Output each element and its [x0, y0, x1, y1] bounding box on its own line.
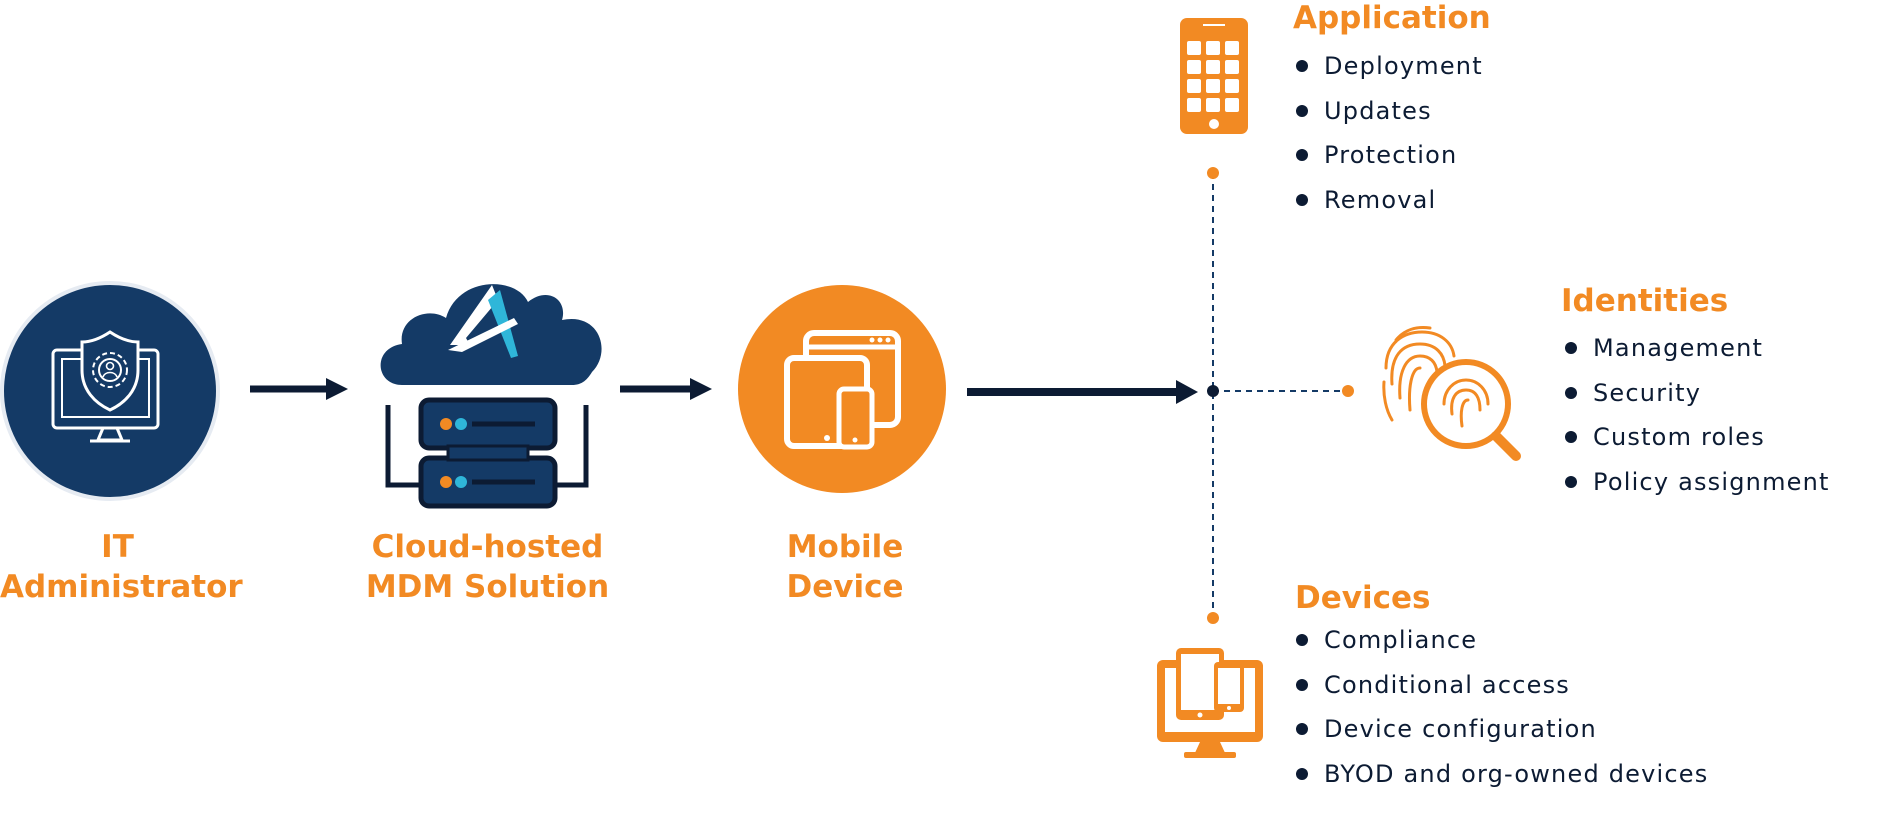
list-item: Conditional access: [1294, 663, 1708, 708]
hub-connectors: [1207, 167, 1354, 624]
list-item: Protection: [1294, 133, 1483, 178]
mdm-solution-line-1: Cloud-hosted: [371, 529, 604, 565]
cloud-server-icon: [380, 284, 602, 509]
hub-dot: [1207, 385, 1219, 397]
connector-dot-application: [1207, 167, 1219, 179]
list-item: Security: [1563, 371, 1830, 416]
category-list-devices: Compliance Conditional access Device con…: [1294, 618, 1708, 796]
list-item: Deployment: [1294, 44, 1483, 89]
node-label-it-administrator: IT Administrator: [0, 527, 243, 607]
multi-device-icon: [1157, 648, 1263, 758]
connector-dot-devices: [1207, 612, 1219, 624]
list-item: BYOD and org-owned devices: [1294, 752, 1708, 797]
tablet-phone-icon: [738, 285, 946, 493]
mdm-solution-line-2: MDM Solution: [365, 569, 610, 605]
mobile-device-line-1: Mobile: [786, 529, 904, 565]
connector-dot-identities: [1342, 385, 1354, 397]
list-item: Updates: [1294, 89, 1483, 134]
category-title-devices: Devices: [1295, 580, 1431, 616]
it-administrator-line-1: IT: [101, 529, 134, 565]
list-item: Device configuration: [1294, 707, 1708, 752]
category-title-application: Application: [1293, 0, 1491, 36]
monitor-shield-gear-icon: [0, 281, 220, 501]
list-item: Policy assignment: [1563, 460, 1830, 505]
list-item: Custom roles: [1563, 415, 1830, 460]
fingerprint-search-icon: [1382, 326, 1521, 461]
category-title-identities: Identities: [1561, 283, 1729, 319]
smartphone-apps-icon: [1180, 18, 1248, 134]
list-item: Compliance: [1294, 618, 1708, 663]
category-list-identities: Management Security Custom roles Policy …: [1563, 326, 1830, 504]
category-list-application: Deployment Updates Protection Removal: [1294, 44, 1483, 222]
list-item: Management: [1563, 326, 1830, 371]
mobile-device-line-2: Device: [786, 569, 904, 605]
flow-arrow-3: [967, 380, 1198, 404]
flow-arrow-1: [250, 378, 348, 400]
node-label-mdm-solution: Cloud-hosted MDM Solution: [360, 527, 615, 607]
flow-arrow-2: [620, 378, 712, 400]
node-label-mobile-device: Mobile Device: [770, 527, 920, 607]
it-administrator-line-2: Administrator: [0, 569, 243, 605]
list-item: Removal: [1294, 178, 1483, 223]
